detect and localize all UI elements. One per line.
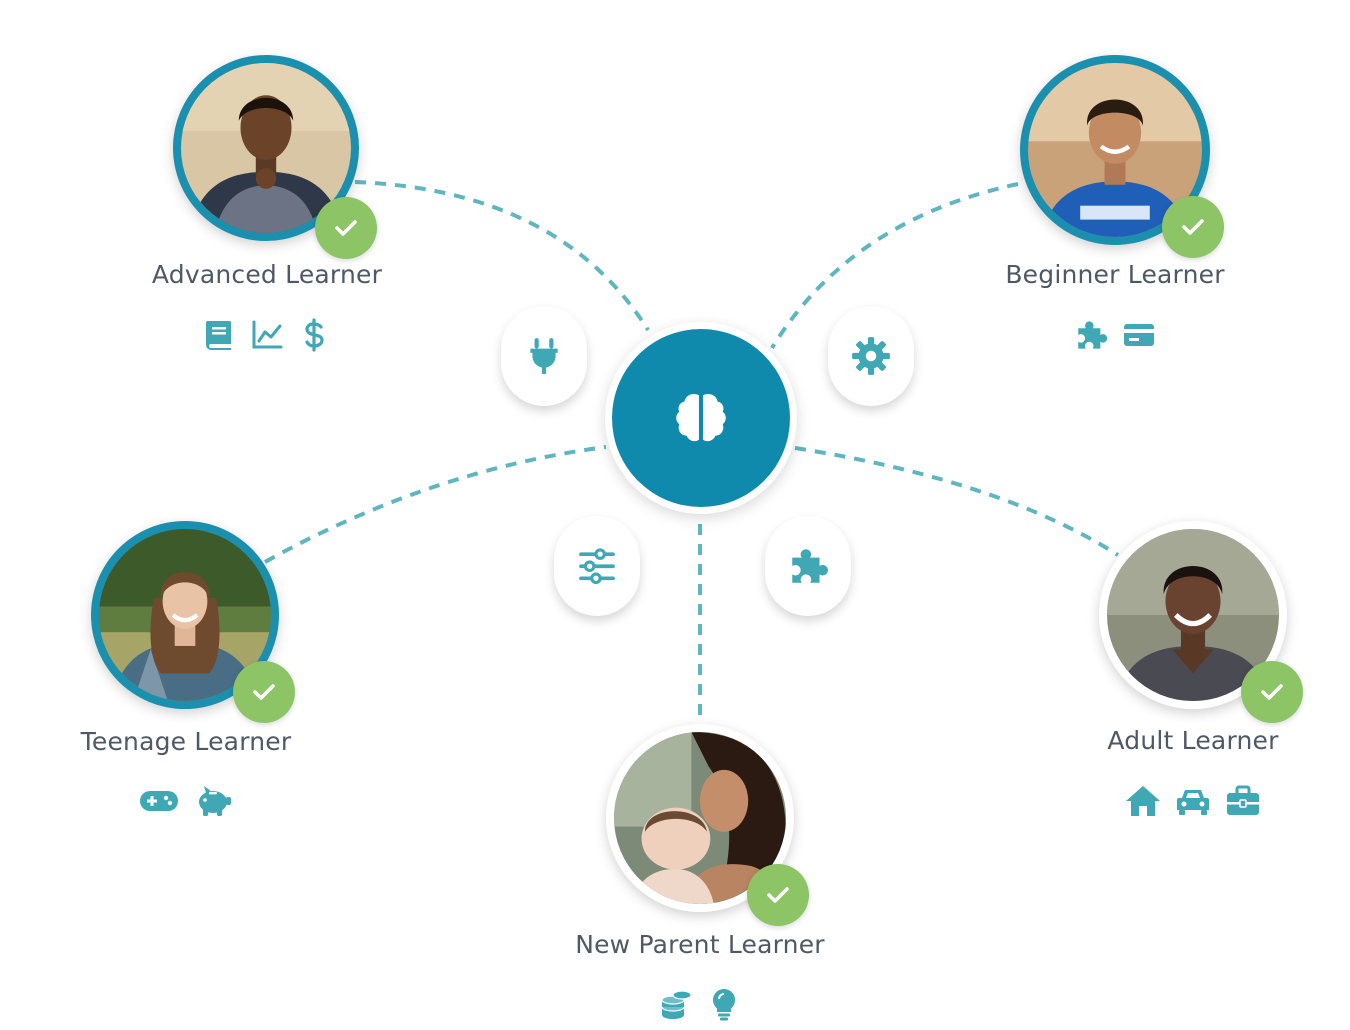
check-new-parent-learner [747, 864, 809, 926]
tool-puzzle[interactable] [765, 516, 851, 616]
sliders-icon [579, 548, 615, 585]
home-icon [1125, 784, 1161, 818]
gear-icon [852, 337, 890, 375]
hub-core [612, 329, 790, 507]
plug-icon [530, 338, 558, 374]
puzzle-icon [792, 549, 828, 583]
icons-teenage-learner [139, 784, 233, 818]
chart-line-icon [250, 318, 284, 352]
central-hub[interactable] [605, 322, 797, 514]
icons-beginner-learner [1074, 318, 1156, 352]
puzzle-icon [1074, 318, 1108, 352]
connector-adult [794, 446, 1120, 557]
briefcase-icon [1225, 784, 1261, 818]
check-beginner-learner [1162, 196, 1224, 258]
icons-new-parent-learner [659, 987, 741, 1021]
coins-icon [659, 987, 693, 1021]
icons-adult-learner [1125, 784, 1261, 818]
label-advanced-learner: Advanced Learner [151, 260, 383, 289]
lightbulb-icon [707, 987, 741, 1021]
connector-beginner [770, 182, 1019, 350]
check-icon [767, 887, 789, 903]
icons-advanced-learner [202, 318, 332, 352]
piggy-bank-icon [193, 784, 233, 818]
connector-advanced [354, 180, 650, 332]
avatar-adult-learner[interactable] [1099, 521, 1287, 709]
check-icon [253, 684, 275, 700]
check-advanced-learner [315, 197, 377, 259]
label-teenage-learner: Teenage Learner [80, 727, 292, 756]
check-icon [1182, 219, 1204, 235]
photo-adult-learner [1107, 529, 1279, 701]
check-teenage-learner [233, 661, 295, 723]
label-adult-learner: Adult Learner [1107, 726, 1279, 755]
check-icon [1261, 684, 1283, 700]
dollar-icon [298, 318, 332, 352]
brain-icon [676, 394, 726, 442]
check-icon [335, 220, 357, 236]
avatar-new-parent-learner[interactable] [606, 724, 794, 912]
book-icon [202, 318, 236, 352]
tool-sliders[interactable] [554, 516, 640, 616]
gamepad-icon [139, 784, 179, 818]
label-new-parent-learner: New Parent Learner [575, 930, 825, 959]
tool-plug[interactable] [501, 306, 587, 406]
connector-teenage [264, 445, 607, 564]
tool-gear[interactable] [828, 306, 914, 406]
credit-card-icon [1122, 318, 1156, 352]
label-beginner-learner: Beginner Learner [1005, 260, 1225, 289]
photo-advanced-learner [181, 63, 351, 233]
car-icon [1175, 784, 1211, 818]
photo-new-parent-learner [614, 732, 786, 904]
photo-beginner-learner [1028, 63, 1202, 237]
check-adult-learner [1241, 661, 1303, 723]
